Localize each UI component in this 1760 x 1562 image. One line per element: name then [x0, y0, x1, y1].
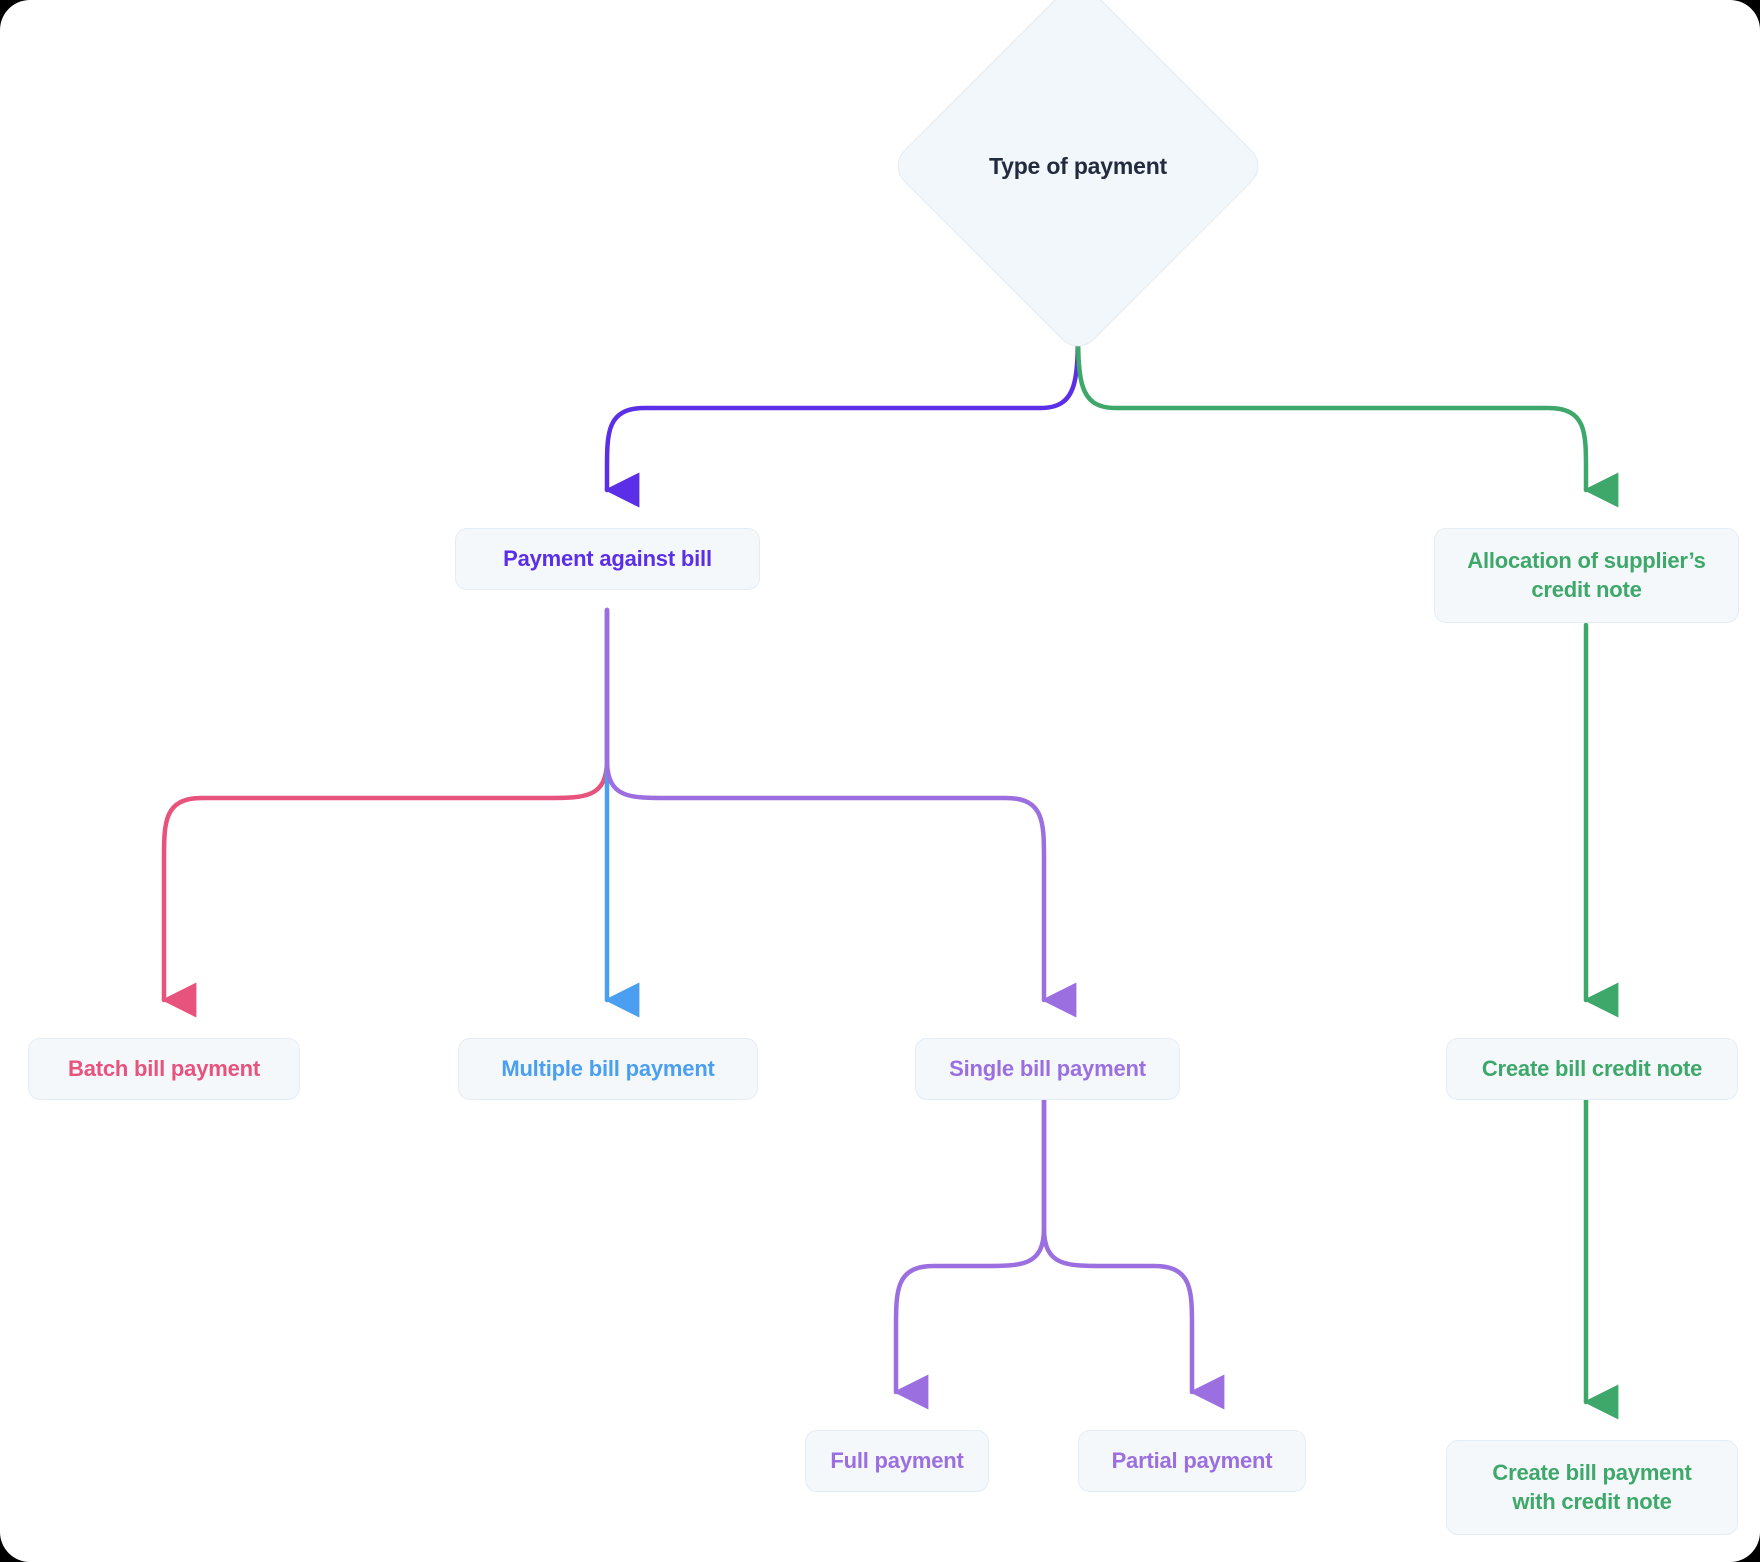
edge-single-to-full-payment: [893, 1097, 1047, 1410]
node-multiple-bill-payment[interactable]: Multiple bill payment: [458, 1038, 758, 1100]
node-label-create-bill-payment-line2: with credit note: [1512, 1488, 1672, 1514]
node-label-create-bill-credit-note: Create bill credit note: [1481, 1055, 1703, 1081]
node-label-full-payment: Full payment: [830, 1447, 964, 1473]
node-label-allocation-line2: credit note: [1531, 576, 1642, 602]
node-partial-payment[interactable]: Partial payment: [1078, 1430, 1306, 1492]
node-label-multiple-bill-payment: Multiple bill payment: [501, 1055, 715, 1081]
node-batch-bill-payment[interactable]: Batch bill payment: [28, 1038, 300, 1100]
node-label-single-bill-payment: Single bill payment: [949, 1055, 1146, 1081]
edge-single-to-partial-payment: [1041, 1097, 1225, 1410]
node-label-allocation-line1: Allocation of supplier’s: [1467, 547, 1706, 573]
node-create-bill-payment-with-credit-note[interactable]: Create bill payment with credit note: [1446, 1440, 1738, 1535]
node-type-of-payment[interactable]: Type of payment: [888, 0, 1268, 356]
node-single-bill-payment[interactable]: Single bill payment: [915, 1038, 1180, 1100]
node-label-batch-bill-payment: Batch bill payment: [68, 1055, 260, 1081]
edge-payment-against-bill-to-batch: [161, 607, 610, 1018]
edge-root-to-payment-against-bill: [604, 317, 1081, 508]
node-create-bill-credit-note[interactable]: Create bill credit note: [1446, 1038, 1738, 1100]
node-full-payment[interactable]: Full payment: [805, 1430, 989, 1492]
node-label-partial-payment: Partial payment: [1111, 1447, 1273, 1473]
node-label-create-bill-payment-line1: Create bill payment: [1492, 1459, 1692, 1485]
edge-payment-against-bill-to-single: [604, 607, 1077, 1018]
edge-root-to-allocation-credit-note: [1075, 317, 1619, 508]
node-label-payment-against-bill: Payment against bill: [503, 545, 712, 571]
node-label-type-of-payment: Type of payment: [988, 152, 1168, 179]
node-payment-against-bill[interactable]: Payment against bill: [455, 528, 760, 590]
node-allocation-of-suppliers-credit-note[interactable]: Allocation of supplier’s credit note: [1434, 528, 1739, 623]
